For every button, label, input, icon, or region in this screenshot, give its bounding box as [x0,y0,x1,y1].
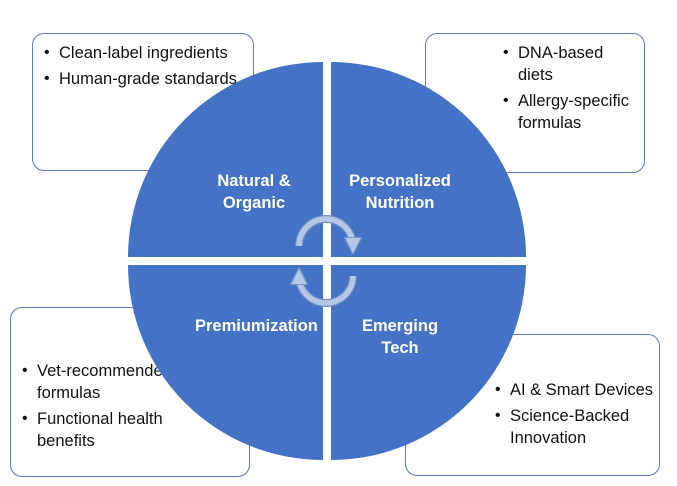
bullet-item: DNA-based diets [502,42,632,86]
bullet-list: Vet-recommended formulas Functional heal… [21,360,186,456]
quadrant-top-left [128,62,323,257]
bullet-item: Science-Backed Innovation [494,405,654,449]
circular-arrows-icon [299,215,353,307]
bullet-list: DNA-based diets Allergy-specific formula… [502,42,632,138]
quadrant-title-personalized-nutrition: Personalized Nutrition [349,172,451,212]
bullet-item: AI & Smart Devices [494,379,654,401]
bullet-list: Clean-label ingredients Human-grade stan… [43,42,238,94]
bullet-item: Functional health benefits [21,408,186,452]
bullet-item: Human-grade standards [43,68,238,90]
quadrant-bottom-left [128,265,323,460]
quadrant-title-natural-organic: Natural & Organic [217,172,291,212]
bullet-item: Allergy-specific formulas [502,90,632,134]
bullet-item: Vet-recommended formulas [21,360,186,404]
quadrant-title-emerging-tech: Emerging Tech [361,317,439,357]
bullet-list: AI & Smart Devices Science-Backed Innova… [494,379,654,453]
quadrant-top-right [331,62,526,257]
quadrant-bottom-right [331,265,526,460]
quadrant-title-premiumization: Premiumization [195,317,318,335]
bullet-item: Clean-label ingredients [43,42,238,64]
callout-box-premiumization: Vet-recommended formulas Functional heal… [10,307,250,477]
